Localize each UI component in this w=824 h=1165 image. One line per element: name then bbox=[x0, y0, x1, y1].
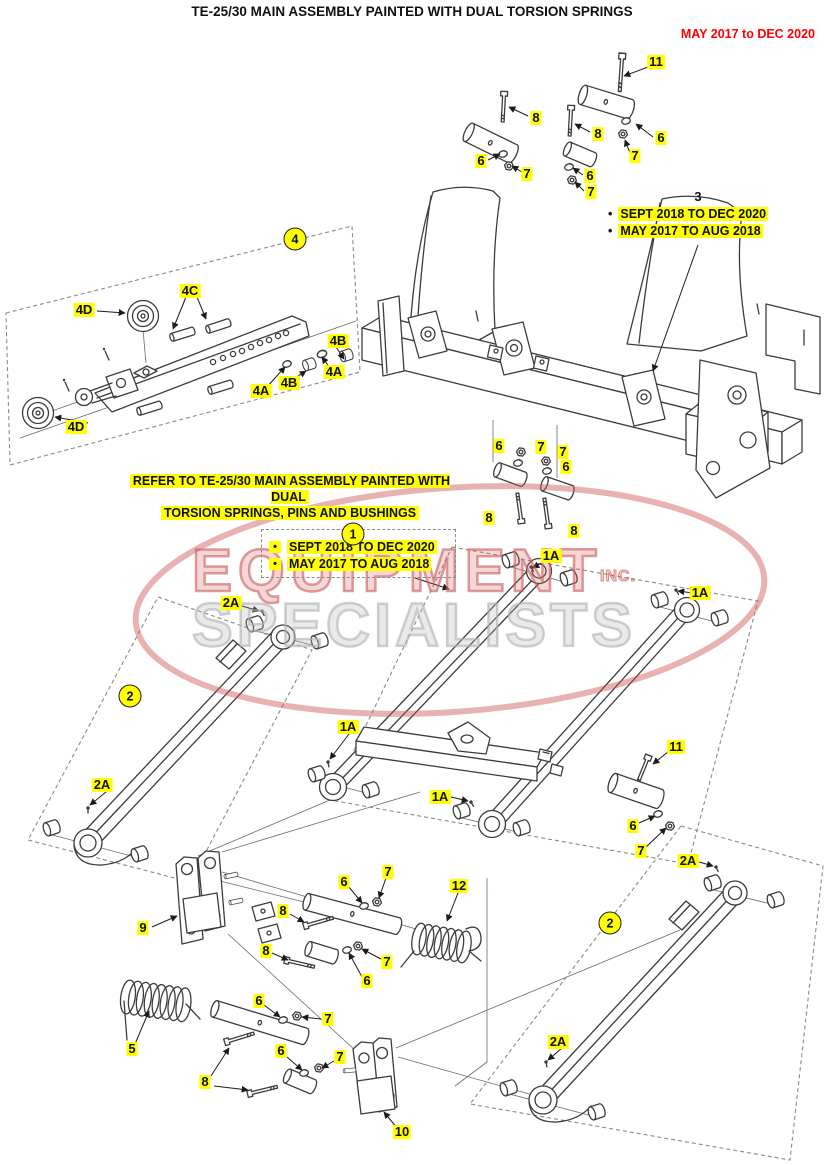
part-callout-4B: 4B bbox=[278, 375, 300, 390]
part-callout-11: 11 bbox=[667, 739, 685, 754]
part-callout-2A: 2A bbox=[677, 853, 699, 868]
part-callout-1A: 1A bbox=[689, 585, 711, 600]
part-callout-6: 6 bbox=[475, 153, 487, 168]
part-callout-8: 8 bbox=[277, 903, 289, 918]
part-callout-6: 6 bbox=[655, 130, 667, 145]
side-arm-left bbox=[41, 608, 331, 866]
group-balloon-2: 2 bbox=[598, 911, 622, 935]
date-note: SEPT 2018 TO DEC 2020 bbox=[287, 540, 437, 554]
part-callout-2A: 2A bbox=[220, 595, 242, 610]
part-callout-5: 5 bbox=[126, 1041, 138, 1056]
group-balloon-2: 2 bbox=[118, 684, 142, 708]
part-callout-7: 7 bbox=[521, 166, 533, 181]
part-callout-4D: 4D bbox=[65, 419, 87, 434]
group-balloon-4: 4 bbox=[283, 227, 307, 251]
part-callout-1A: 1A bbox=[540, 548, 562, 563]
part-callout-6: 6 bbox=[560, 459, 572, 474]
part-callout-4B: 4B bbox=[327, 333, 349, 348]
date-range-note: MAY 2017 to DEC 2020 bbox=[680, 27, 815, 41]
part-callout-7: 7 bbox=[629, 148, 641, 163]
part-callout-6: 6 bbox=[253, 993, 265, 1008]
date-note: SEPT 2018 TO DEC 2020 bbox=[618, 207, 769, 221]
part-callout-1A: 1A bbox=[429, 789, 451, 804]
bullet-icon: • bbox=[608, 224, 613, 238]
part-callout-8: 8 bbox=[260, 943, 272, 958]
part-callout-4A: 4A bbox=[250, 383, 272, 398]
part-callout-7: 7 bbox=[381, 954, 393, 969]
part-callout-11: 11 bbox=[647, 54, 665, 69]
part-callout-2A: 2A bbox=[547, 1034, 569, 1049]
part-callout-6: 6 bbox=[584, 168, 596, 183]
bullet-icon: • bbox=[269, 558, 281, 570]
part-callout-4C: 4C bbox=[179, 283, 201, 298]
part-callout-2A: 2A bbox=[91, 777, 113, 792]
page-title: TE-25/30 MAIN ASSEMBLY PAINTED WITH DUAL… bbox=[191, 4, 633, 19]
part-callout-3: 3 bbox=[694, 189, 702, 204]
section-3-dates: 3 • SEPT 2018 TO DEC 2020 • MAY 2017 TO … bbox=[608, 189, 808, 238]
pull-frame-assembly bbox=[306, 550, 731, 839]
part-callout-1A: 1A bbox=[337, 719, 359, 734]
side-arm-right bbox=[498, 864, 787, 1123]
part-callout-8: 8 bbox=[568, 523, 580, 538]
part-callout-9: 9 bbox=[137, 920, 149, 935]
refer-note-line2: TORSION SPRINGS, PINS AND BUSHINGS bbox=[160, 506, 420, 520]
bullet-icon: • bbox=[269, 541, 281, 553]
part-callout-4D: 4D bbox=[73, 302, 95, 317]
torsion-spring-12 bbox=[411, 922, 472, 964]
group-box-2-left bbox=[27, 596, 313, 883]
part-callout-6: 6 bbox=[493, 438, 505, 453]
part-callout-7: 7 bbox=[334, 1049, 346, 1064]
roller-arm-assembly bbox=[21, 299, 355, 430]
part-callout-10: 10 bbox=[392, 1124, 412, 1139]
part-callout-6: 6 bbox=[275, 1043, 287, 1058]
part-callout-7: 7 bbox=[322, 1011, 334, 1026]
part-callout-6: 6 bbox=[338, 874, 350, 889]
part-callout-7: 7 bbox=[557, 444, 569, 459]
part-callout-6: 6 bbox=[627, 818, 639, 833]
part-callout-7: 7 bbox=[585, 184, 597, 199]
group-box-2-right bbox=[469, 825, 824, 1161]
part-callout-6: 6 bbox=[361, 973, 373, 988]
part-callout-7: 7 bbox=[382, 864, 394, 879]
group-balloon-1: 1 bbox=[341, 522, 365, 546]
part-callout-7: 7 bbox=[535, 439, 547, 454]
part-callout-7: 7 bbox=[635, 843, 647, 858]
part-callout-12: 12 bbox=[449, 878, 469, 893]
part-callout-8: 8 bbox=[483, 510, 495, 525]
torsion-spring-5 bbox=[119, 979, 192, 1023]
part-callout-4A: 4A bbox=[323, 364, 345, 379]
part-callout-8: 8 bbox=[530, 110, 542, 125]
bullet-icon: • bbox=[608, 207, 613, 221]
date-note: MAY 2017 TO AUG 2018 bbox=[287, 557, 432, 571]
date-note: MAY 2017 TO AUG 2018 bbox=[618, 224, 763, 238]
part-callout-8: 8 bbox=[592, 126, 604, 141]
bottom-hardware bbox=[119, 850, 482, 1115]
part-callout-8: 8 bbox=[199, 1074, 211, 1089]
refer-note: REFER TO TE-25/30 MAIN ASSEMBLY PAINTED … bbox=[110, 473, 470, 521]
